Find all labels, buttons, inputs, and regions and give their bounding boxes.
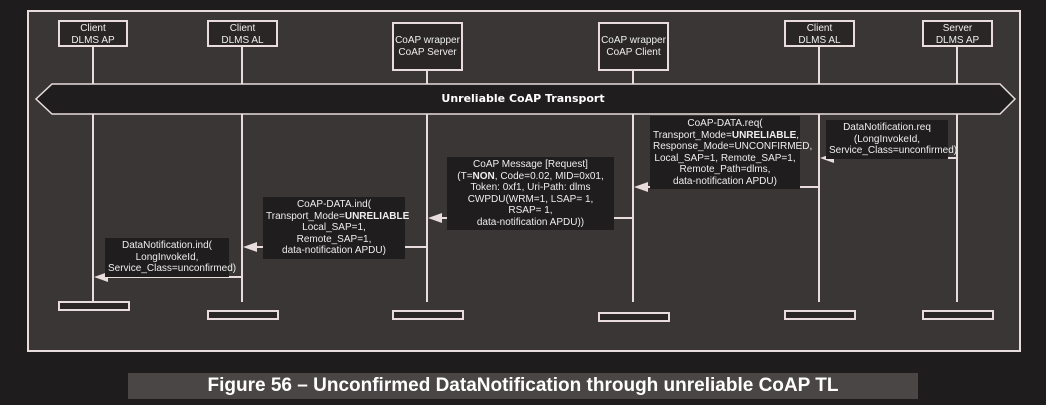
message-coap-request: CoAP Message [Request] (T=NON, Code=0.02… (447, 157, 614, 230)
message-text: (T= (457, 170, 473, 182)
participant-label: DLMS AP (71, 35, 115, 46)
participant-coap-server: CoAP wrapper CoAP Server (392, 22, 463, 71)
participant-client-dlms-ap: Client DLMS AP (58, 20, 128, 47)
end-bar (922, 310, 994, 320)
message-line: CoAP-DATA.ind( (296, 199, 372, 210)
message-line: DataNotification.req (843, 122, 931, 133)
message-line: Service_Class=unconfirmed) (829, 145, 958, 156)
message-line: Local_SAP=1, Remote_SAP=1, (296, 222, 372, 245)
participant-label: CoAP Client (606, 46, 661, 58)
message-line: (LongInvokeId, (853, 133, 921, 145)
participant-label: CoAP Server (398, 46, 457, 58)
message-line: CoAP-DATA.req( (687, 118, 763, 129)
message-line: data-notification APDU) (282, 245, 386, 256)
participant-client-dlms-al: Client DLMS AL (207, 20, 278, 47)
message-text-bold: NON (472, 170, 495, 182)
participant-label: Client (80, 23, 106, 34)
participant-label: DLMS AL (221, 35, 264, 46)
message-line: data-notification APDU) (673, 175, 777, 187)
arrowhead (634, 182, 648, 192)
participant-label: CoAP wrapper (601, 34, 666, 46)
arrowhead (428, 213, 442, 223)
arrowhead (94, 272, 108, 282)
participant-label: Server (942, 23, 973, 34)
message-line: Transport_Mode=UNRELIABLE, (653, 129, 800, 142)
message-text: , (796, 129, 800, 141)
message-line: DataNotification.ind( (121, 240, 213, 251)
participant-label: CoAP wrapper (395, 34, 460, 46)
participant-label: Client (229, 23, 256, 34)
arrowhead (243, 242, 257, 252)
message-line: Remote_Path=dlms, (679, 164, 771, 175)
message-text-bold: UNRELIABLE (731, 129, 797, 141)
message-text: , Code=0.02, MID=0x01, (494, 170, 604, 182)
message-line: CoAP Message [Request] (473, 159, 588, 170)
message-datanotification-req: DataNotification.req (LongInvokeId, Serv… (826, 120, 958, 159)
participant-coap-client: CoAP wrapper CoAP Client (598, 22, 669, 71)
message-line: Response_Mode=UNCONFIRMED, (653, 141, 813, 152)
figure-caption: Figure 56 – Unconfirmed DataNotification… (128, 373, 918, 399)
end-bar (784, 310, 856, 320)
message-line: CWPDU(WRM=1, LSAP= 1, RSAP= 1, (467, 193, 594, 217)
message-line: Transport_Mode=UNRELIABLE (266, 210, 409, 223)
participant-client-dlms-al-2: Client DLMS AL (784, 20, 855, 47)
message-coap-data-req: CoAP-DATA.req( Transport_Mode=UNRELIABLE… (650, 116, 813, 189)
end-bar (392, 310, 464, 320)
message-line: (T=NON, Code=0.02, MID=0x01, (450, 171, 611, 183)
message-text: Transport_Mode= (653, 129, 732, 141)
end-bar (598, 312, 670, 322)
transport-band (34, 83, 1017, 115)
participant-label: Client (806, 23, 833, 34)
end-bar (58, 301, 130, 311)
message-datanotification-ind: DataNotification.ind( LongInvokeId, Serv… (105, 238, 237, 277)
message-line: Token: 0xf1, Uri-Path: dlms (470, 182, 591, 193)
message-line: Local_SAP=1, Remote_SAP=1, (654, 152, 796, 164)
participant-server-dlms-ap: Server DLMS AP (922, 20, 993, 47)
transport-label: Unreliable CoAP Transport (441, 92, 605, 105)
message-line: LongInvokeId, (135, 251, 199, 263)
message-coap-data-ind: CoAP-DATA.ind( Transport_Mode=UNRELIABLE… (263, 197, 409, 259)
message-line: data-notification APDU)) (476, 216, 585, 228)
message-text-bold: UNRELIABLE (344, 210, 410, 222)
message-line: Service_Class=unconfirmed) (108, 263, 237, 274)
message-text: Transport_Mode= (266, 210, 345, 222)
end-bar (207, 310, 279, 320)
participant-label: DLMS AP (935, 35, 980, 46)
participant-label: DLMS AL (798, 35, 841, 46)
